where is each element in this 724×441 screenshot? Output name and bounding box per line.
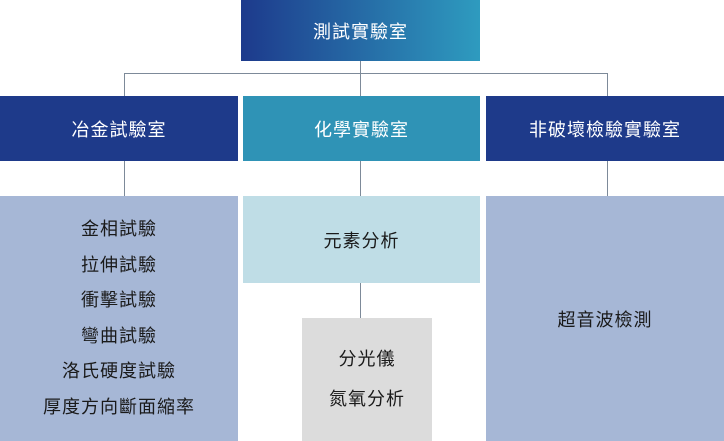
test-item: 彎曲試驗 [81, 325, 157, 347]
connector-to-ndt-lab [607, 73, 608, 96]
test-item: 洛氏硬度試驗 [62, 361, 176, 382]
connector-chem-sub [360, 283, 361, 318]
test-item: 超音波檢測 [557, 309, 653, 331]
lab-node-label: 化學實驗室 [314, 119, 409, 141]
connector-ndt-panel [607, 161, 608, 196]
connector-to-chem-lab [360, 73, 361, 96]
lab-node-label: 冶金試驗室 [71, 119, 167, 141]
connector-to-metal-lab [124, 73, 125, 96]
test-item: 厚度方向斷面縮率 [43, 396, 195, 418]
test-item: 衝擊試驗 [81, 290, 157, 311]
root-node-testing-lab: 測試實驗室 [241, 0, 480, 61]
lab-node-ndt: 非破壞檢驗實驗室 [486, 96, 724, 161]
test-item: 拉伸試驗 [81, 254, 157, 276]
test-item: 分光儀 [338, 348, 396, 370]
connector-root-down [360, 61, 361, 74]
chemistry-tests-panel: 元素分析 [243, 196, 480, 283]
root-node-label: 測試實驗室 [313, 21, 408, 43]
connector-metal-panel [124, 161, 125, 196]
lab-node-chemistry: 化學實驗室 [243, 96, 480, 161]
test-item: 元素分析 [323, 230, 400, 252]
element-analysis-subpanel: 分光儀 氮氧分析 [302, 318, 432, 441]
lab-node-metallurgy: 冶金試驗室 [0, 96, 238, 161]
test-item: 金相試驗 [81, 219, 157, 240]
test-item: 氮氧分析 [329, 388, 405, 410]
metallurgy-tests-panel: 金相試驗 拉伸試驗 衝擊試驗 彎曲試驗 洛氏硬度試驗 厚度方向斷面縮率 [0, 196, 238, 441]
ndt-tests-panel: 超音波檢測 [486, 196, 724, 441]
connector-horizontal [124, 73, 608, 74]
connector-chem-panel [360, 161, 361, 196]
lab-node-label: 非破壞檢驗實驗室 [529, 119, 681, 141]
